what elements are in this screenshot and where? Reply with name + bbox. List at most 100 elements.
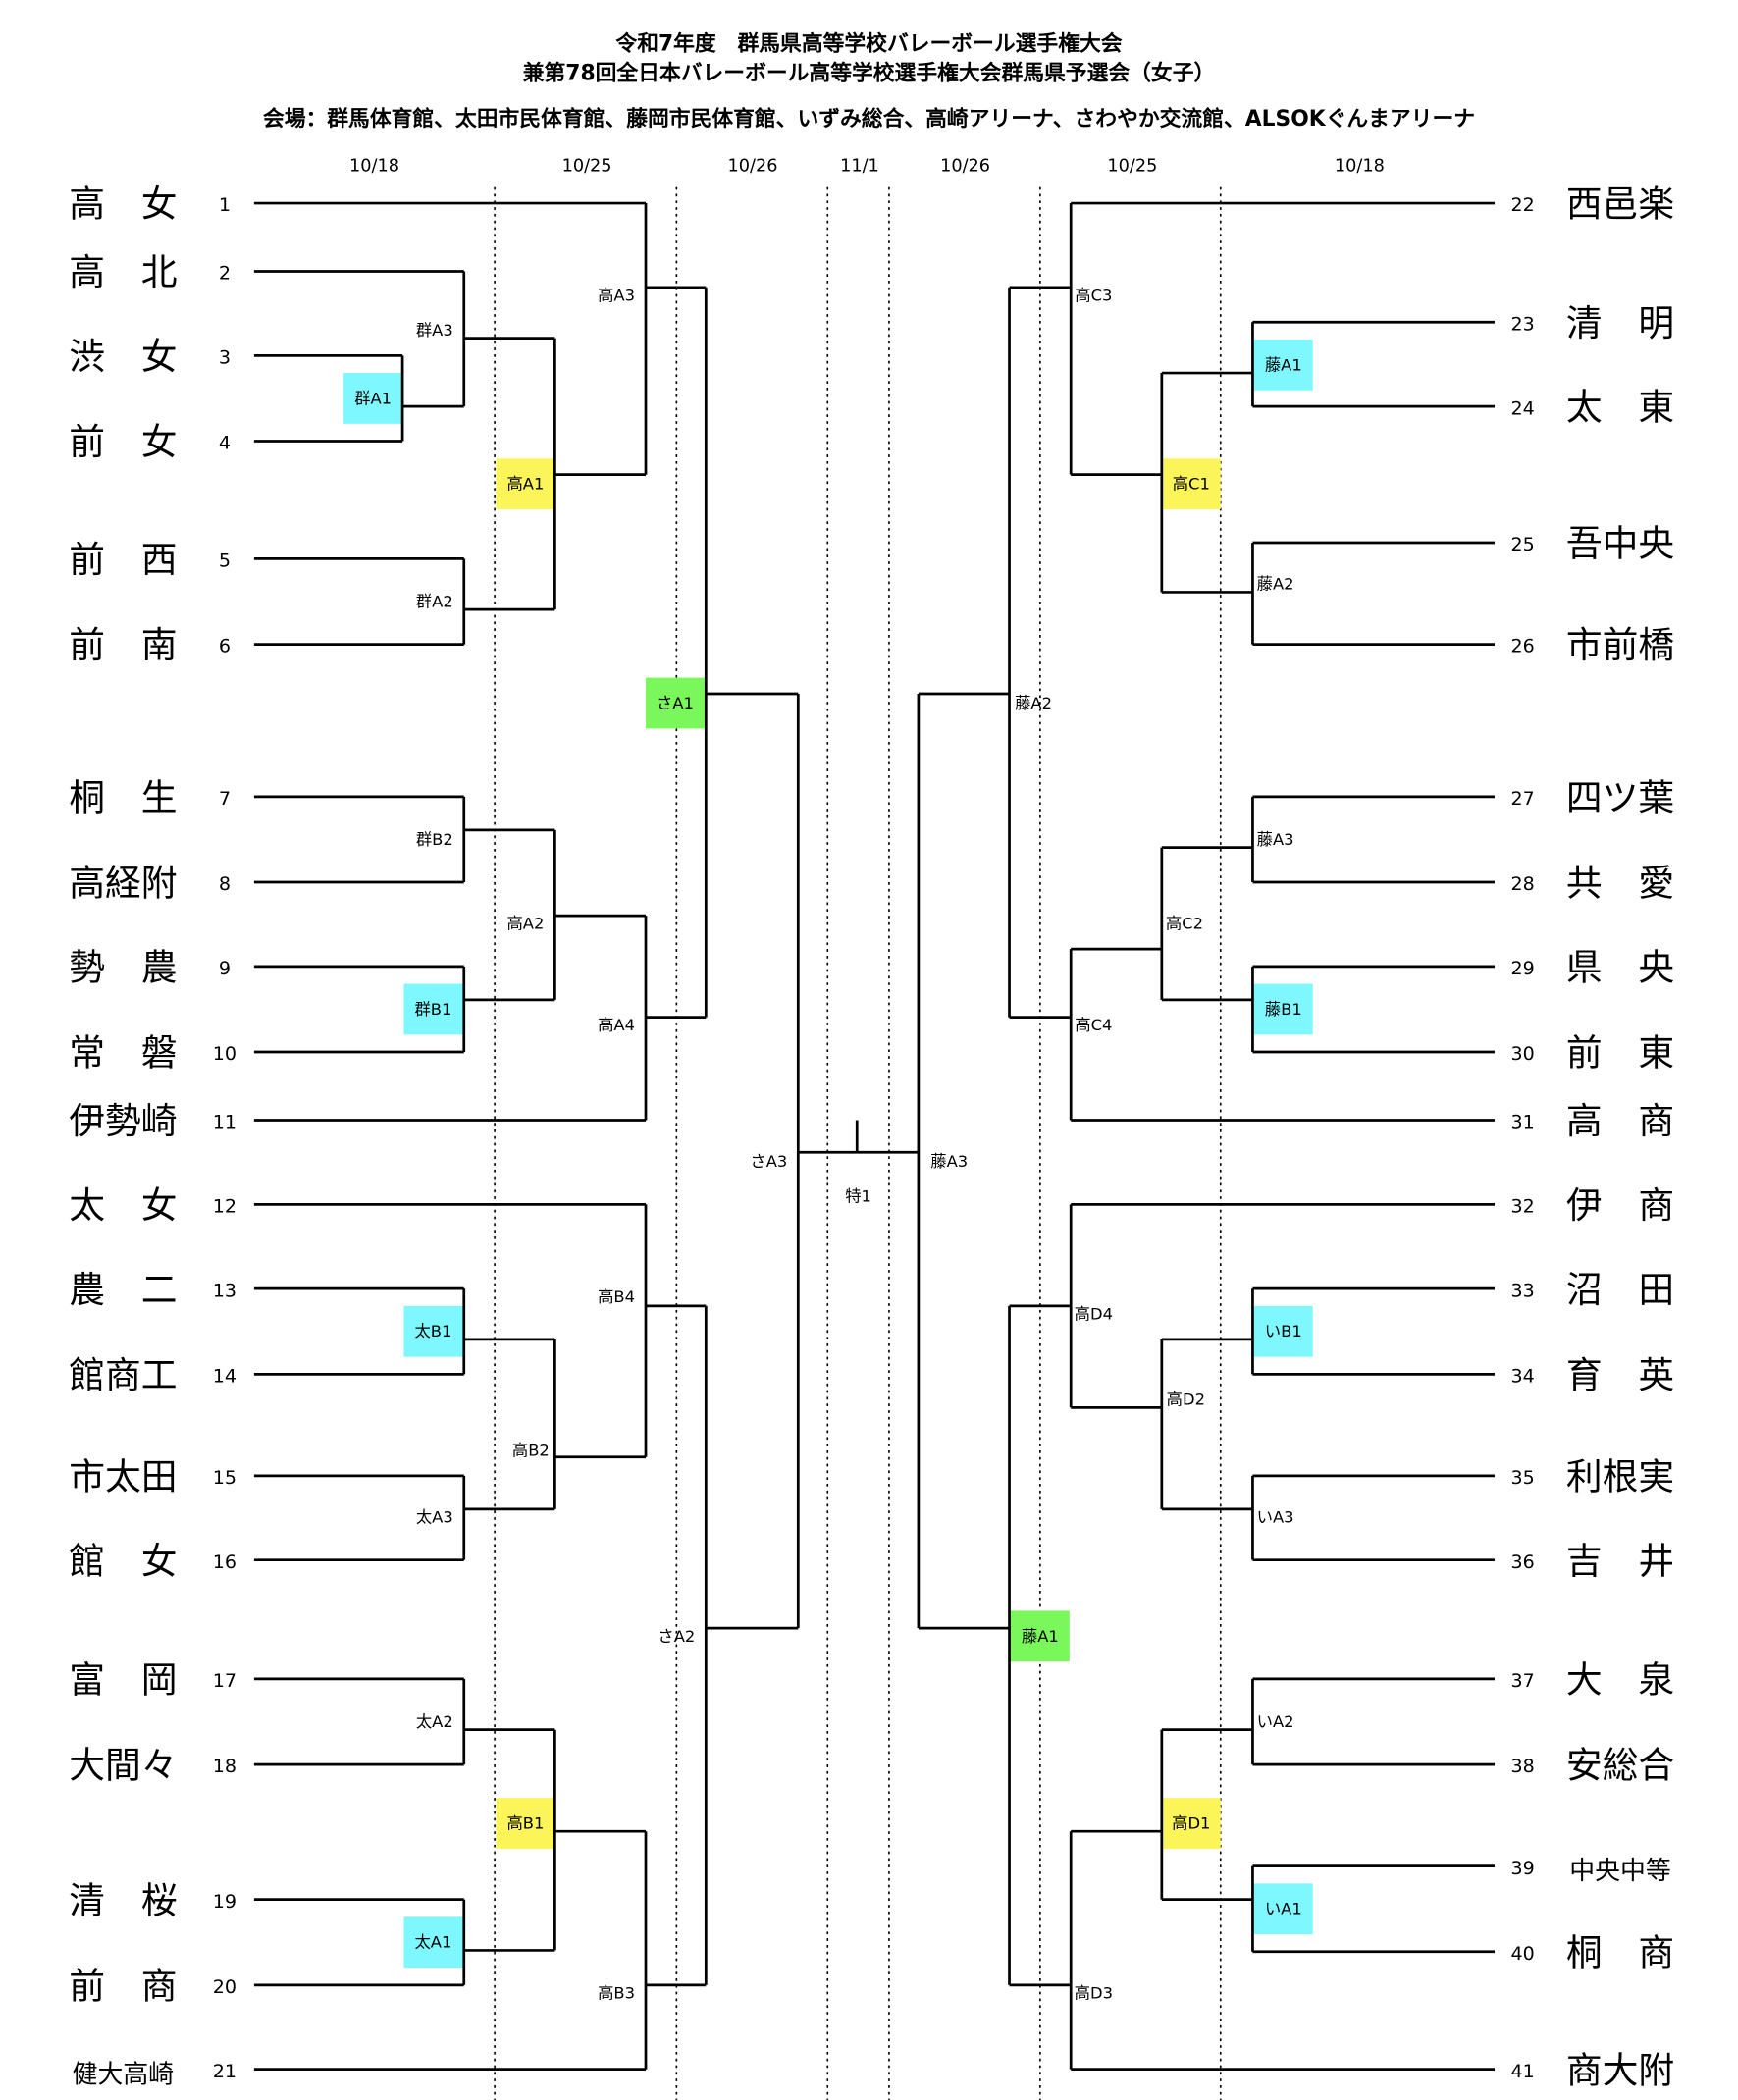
- match-highlight: [1253, 1305, 1313, 1357]
- team-name: 市太田: [69, 1455, 177, 1497]
- team-name: 館 女: [69, 1540, 177, 1582]
- match-label: 高A2: [506, 915, 544, 933]
- match-label: 高B2: [512, 1441, 550, 1459]
- match-label: 太A1: [414, 1933, 451, 1952]
- team-name: 農 二: [69, 1269, 177, 1311]
- team-seed: 13: [213, 1280, 237, 1301]
- team-name: 太 女: [69, 1184, 177, 1227]
- team-seed: 15: [213, 1467, 237, 1489]
- round-date: 10/25: [562, 156, 612, 176]
- team-name: 吾中央: [1566, 523, 1674, 565]
- team-seed: 24: [1510, 397, 1534, 419]
- team-seed: 38: [1510, 1756, 1534, 1777]
- team-name: 前 南: [69, 624, 177, 666]
- match-label: 藤A3: [930, 1152, 968, 1171]
- match-label: 高B3: [598, 1983, 635, 2002]
- match-label: 高D3: [1075, 1983, 1113, 2002]
- team-seed: 33: [1510, 1280, 1534, 1301]
- match-highlight: [496, 458, 555, 509]
- team-name: 桐 商: [1566, 1931, 1674, 1973]
- team-name: 高 北: [69, 251, 177, 293]
- team-seed: 39: [1510, 1858, 1534, 1879]
- team-name: 前 女: [69, 421, 177, 463]
- match-label: 特1: [845, 1187, 871, 1206]
- team-name: 沼 田: [1566, 1269, 1674, 1311]
- match-highlight: [403, 1305, 463, 1357]
- team-name: 四ツ葉: [1566, 776, 1674, 818]
- round-date: 10/26: [940, 156, 990, 176]
- team-name: 安総合: [1566, 1745, 1674, 1787]
- venues: 会場：群馬体育館、太田市民体育館、藤岡市民体育館、いずみ総合、高崎アリーナ、さわ…: [263, 106, 1475, 131]
- match-label: 藤A1: [1022, 1627, 1059, 1646]
- team-name: 富 岡: [69, 1659, 177, 1702]
- match-label: 高D1: [1172, 1813, 1210, 1832]
- team-seed: 34: [1510, 1366, 1534, 1388]
- match-label: 高A3: [598, 286, 635, 304]
- team-seed: 25: [1510, 534, 1534, 555]
- team-name: 大 泉: [1566, 1659, 1674, 1702]
- team-name: 伊勢崎: [69, 1100, 177, 1142]
- title-line-2: 兼第78回全日本バレーボール高等学校選手権大会群馬県予選会（女子）: [523, 61, 1216, 86]
- team-name: 商大附: [1566, 2049, 1674, 2091]
- team-seed: 12: [213, 1196, 237, 1218]
- team-name: 前 東: [1566, 1032, 1674, 1075]
- team-seed: 29: [1510, 958, 1534, 979]
- match-label: 群A3: [416, 321, 453, 340]
- team-seed: 20: [213, 1976, 237, 1998]
- team-seed: 14: [213, 1366, 237, 1388]
- match-highlight: [1010, 1610, 1070, 1662]
- team-name: 高 女: [69, 184, 177, 226]
- team-name: 前 西: [69, 539, 177, 581]
- team-name: 前 商: [69, 1965, 177, 2007]
- team-name: 渋 女: [69, 336, 177, 378]
- team-name: 中央中等: [1569, 1857, 1671, 1886]
- match-label: 藤B1: [1265, 1000, 1302, 1019]
- match-highlight: [1253, 339, 1313, 391]
- team-name: 高経附: [69, 863, 177, 905]
- team-seed: 26: [1510, 636, 1534, 657]
- match-labels: 群A1群A3群A2高A1高A3群B2群B1高A2高A4さA1太B1太A3高B2高…: [343, 286, 1313, 2002]
- team-seed: 21: [213, 2061, 237, 2082]
- match-highlight: [403, 1916, 463, 1969]
- match-label: いB1: [1265, 1322, 1302, 1340]
- match-label: 高B4: [598, 1287, 635, 1306]
- team-name: 太 東: [1566, 387, 1674, 429]
- match-highlight: [1161, 458, 1221, 509]
- team-name: 育 英: [1566, 1354, 1674, 1396]
- team-seed: 36: [1510, 1551, 1534, 1573]
- team-name: 健大高崎: [73, 2060, 175, 2089]
- team-name: 利根実: [1566, 1455, 1674, 1497]
- match-highlight: [343, 373, 403, 424]
- team-seed: 40: [1510, 1943, 1534, 1965]
- team-name: 清 明: [1566, 302, 1674, 344]
- team-seed: 22: [1510, 194, 1534, 216]
- team-name: 大間々: [69, 1745, 177, 1787]
- team-name: 桐 生: [69, 776, 177, 818]
- team-seed: 9: [219, 958, 231, 979]
- match-label: 高A1: [506, 475, 544, 494]
- team-seed: 31: [1510, 1112, 1534, 1133]
- round-date: 11/1: [840, 156, 879, 176]
- team-seed: 35: [1510, 1467, 1534, 1489]
- team-seed: 17: [213, 1670, 237, 1692]
- team-seed: 3: [219, 347, 231, 369]
- match-highlight: [646, 677, 705, 729]
- team-name: 館商工: [69, 1354, 177, 1396]
- match-label: さA3: [750, 1152, 787, 1171]
- team-name: 常 磐: [69, 1032, 177, 1075]
- match-label: 群A1: [354, 389, 392, 407]
- match-label: 高D4: [1075, 1304, 1113, 1323]
- match-label: 高A4: [598, 1016, 635, 1034]
- match-label: 太A2: [416, 1712, 453, 1731]
- team-seed: 2: [219, 263, 231, 285]
- team-seed: 6: [219, 636, 231, 657]
- match-label: 高C3: [1075, 286, 1112, 304]
- team-name: 勢 農: [69, 946, 177, 988]
- team-seed: 30: [1510, 1043, 1534, 1065]
- match-highlight: [403, 983, 463, 1035]
- team-seed: 28: [1510, 873, 1534, 895]
- team-name: 共 愛: [1566, 863, 1674, 905]
- match-label: 太A3: [416, 1508, 453, 1527]
- match-label: いA3: [1257, 1508, 1294, 1527]
